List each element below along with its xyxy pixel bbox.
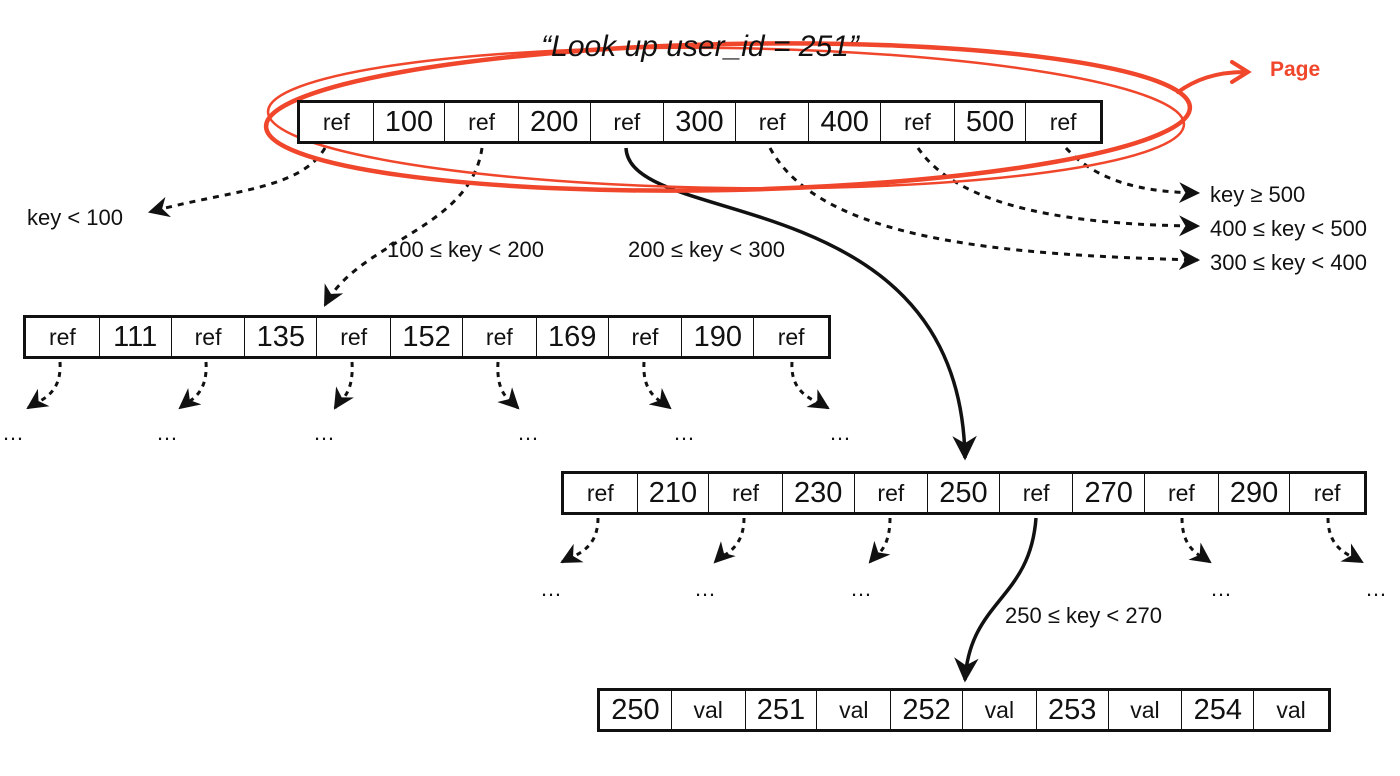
l2-key-250: 250: [928, 474, 1000, 512]
edge-l1-5: [790, 361, 830, 410]
edge-l1-1: [178, 361, 208, 410]
root-key-500: 500: [955, 103, 1027, 141]
l2-ref-5: ref: [1313, 479, 1341, 506]
edge-l2-5: [1326, 517, 1364, 564]
l1-ref-0: ref: [26, 318, 100, 356]
l1-ref-1: ref: [172, 318, 246, 356]
leaf-key-251: 251: [746, 691, 818, 729]
l2-key-210: 210: [638, 474, 710, 512]
l2-key-230: 230: [783, 474, 855, 512]
leaf-node: 250 val 251 val 252 val 253 val 254 val: [597, 688, 1331, 732]
label-range-250-270: 250 ≤ key < 270: [1005, 603, 1163, 628]
label-key-lt-100: key < 100: [27, 205, 124, 230]
label-range-200-300: 200 ≤ key < 300: [628, 237, 786, 262]
level2-node: ref 210 ref 230 ref 250 ref 270 ref 290 …: [561, 471, 1367, 515]
diagram-title: “Look up user_id = 251”: [541, 30, 859, 63]
label-key-ge-500: key ≥ 500: [1210, 182, 1306, 207]
ellipsis-l1-1: …: [156, 420, 179, 445]
l1-ref-3: ref: [463, 318, 537, 356]
l2-ref-0: ref: [564, 474, 638, 512]
root-key-200: 200: [519, 103, 591, 141]
root-ref-3: ref: [736, 103, 810, 141]
edge-root-100-200: [323, 147, 484, 307]
edge-root-lt100: [147, 147, 327, 218]
l2-ref-4: ref: [1145, 474, 1219, 512]
edge-l2-250-270: [954, 517, 1038, 683]
edge-l2-2: [868, 517, 892, 564]
l2-ref-2: ref: [855, 474, 929, 512]
l2-key-290: 290: [1219, 474, 1291, 512]
leaf-val-4: val: [1276, 696, 1306, 723]
l1-ref-4: ref: [609, 318, 683, 356]
root-ref-2: ref: [591, 103, 665, 141]
ellipsis-l2-2: …: [850, 576, 873, 601]
root-ref-5: ref: [1049, 108, 1077, 135]
ellipsis-l1-5: …: [829, 420, 852, 445]
ellipsis-l2-1: …: [694, 576, 717, 601]
edge-l2-4: [1180, 517, 1212, 564]
edge-l1-0: [26, 361, 62, 410]
ellipsis-l1-0: …: [2, 420, 25, 445]
edge-root-200-300: [624, 147, 977, 461]
root-node: ref 100 ref 200 ref 300 ref 400 ref 500 …: [297, 100, 1103, 144]
l2-key-270: 270: [1073, 474, 1146, 512]
edge-root-300-400: [768, 147, 1201, 271]
edge-l1-4: [642, 361, 672, 410]
l1-key-169: 169: [537, 318, 609, 356]
ellipsis-l1-4: …: [673, 420, 696, 445]
page-label: Page: [1270, 58, 1321, 81]
ellipsis-l2-5: …: [1365, 576, 1388, 601]
l2-ref-3: ref: [1000, 474, 1074, 512]
leaf-key-250: 250: [600, 691, 672, 729]
root-ref-4: ref: [881, 103, 955, 141]
leaf-val-0: val: [672, 691, 746, 729]
leaf-val-3: val: [1109, 691, 1183, 729]
leaf-val-1: val: [817, 691, 892, 729]
ellipsis-l1-3: …: [517, 420, 540, 445]
edge-root-400-500: [916, 147, 1201, 237]
root-key-400: 400: [809, 103, 882, 141]
l1-ref-5: ref: [777, 323, 805, 350]
root-key-100: 100: [374, 103, 446, 141]
edge-l2-0: [560, 517, 600, 564]
l1-key-190: 190: [682, 318, 755, 356]
ellipsis-l2-4: …: [1210, 576, 1233, 601]
leaf-key-252: 252: [891, 691, 963, 729]
root-ref-1: ref: [445, 103, 519, 141]
root-key-300: 300: [664, 103, 736, 141]
leaf-val-2: val: [963, 691, 1037, 729]
page-outline: [263, 41, 1252, 193]
root-ref-0: ref: [300, 103, 374, 141]
label-range-300-400: 300 ≤ key < 400: [1210, 250, 1368, 275]
l1-key-111: 111: [100, 318, 172, 356]
l2-ref-1: ref: [709, 474, 783, 512]
edge-l1-3: [496, 361, 520, 410]
leaf-key-253: 253: [1037, 691, 1109, 729]
level1-node: ref 111 ref 135 ref 152 ref 169 ref 190 …: [23, 315, 831, 359]
ellipsis-l2-0: …: [540, 576, 563, 601]
label-range-400-500: 400 ≤ key < 500: [1210, 216, 1368, 241]
leaf-key-254: 254: [1182, 691, 1255, 729]
edge-l2-1: [713, 517, 746, 564]
label-range-100-200: 100 ≤ key < 200: [387, 237, 545, 262]
l1-key-152: 152: [391, 318, 463, 356]
l1-ref-2: ref: [317, 318, 392, 356]
ellipsis-l1-2: …: [313, 420, 336, 445]
edge-l1-2: [333, 361, 354, 410]
l1-key-135: 135: [245, 318, 318, 356]
